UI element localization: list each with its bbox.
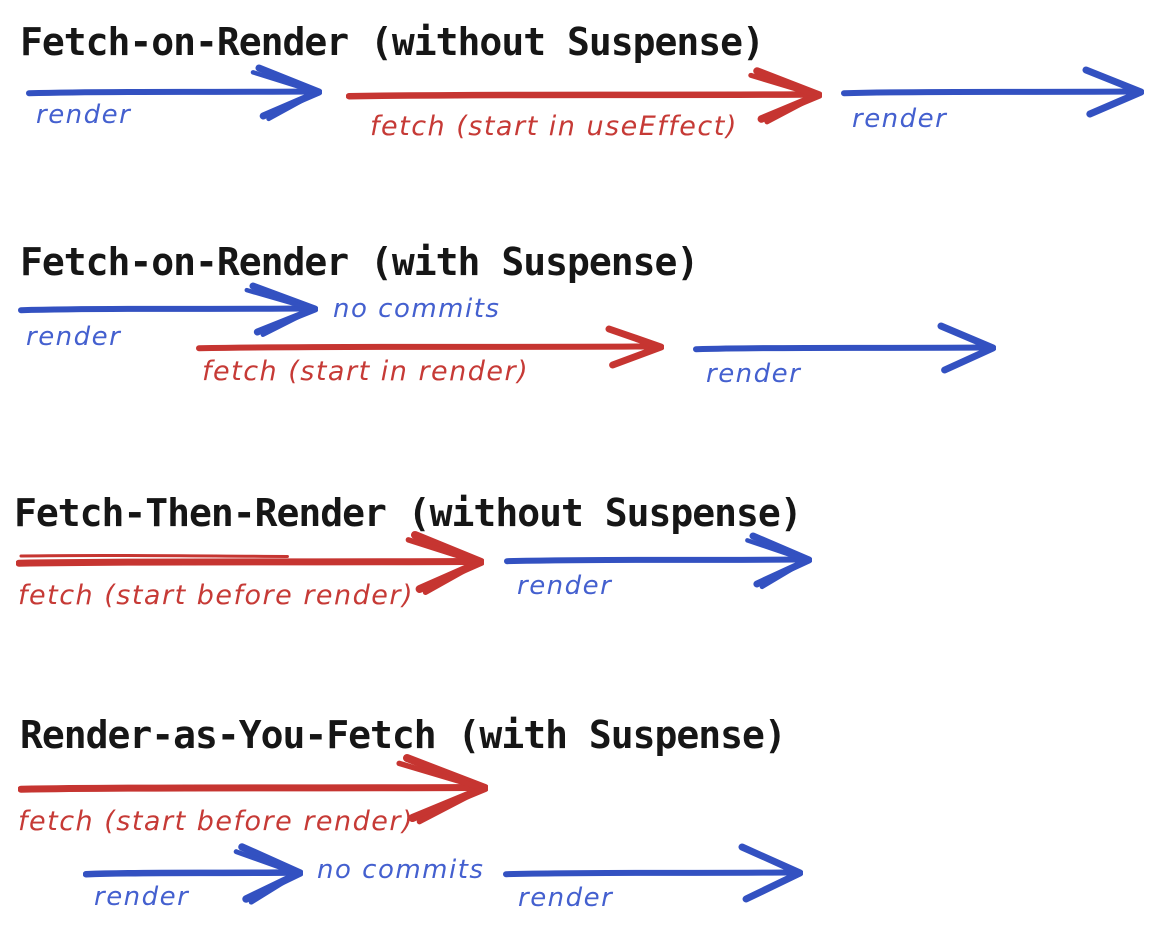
- section-title: Fetch-Then-Render (without Suspense): [14, 491, 803, 535]
- render-arrow: [503, 833, 803, 913]
- render-arrow: [504, 520, 812, 600]
- render-label: render: [518, 883, 614, 913]
- no-commits-label: no commits: [317, 855, 485, 885]
- render-arrow: [841, 52, 1144, 132]
- render-label: render: [94, 882, 190, 912]
- section-title: Fetch-on-Render (without Suspense): [20, 20, 765, 64]
- render-arrow: [18, 269, 318, 349]
- render-arrow: [26, 52, 322, 132]
- fetch-arrow: [346, 55, 822, 135]
- render-label: render: [517, 571, 613, 601]
- no-commits-label: no commits: [333, 294, 501, 324]
- render-arrow: [83, 833, 303, 913]
- render-label: render: [852, 104, 948, 134]
- fetch-arrow: [196, 307, 664, 387]
- fetch-arrow: [16, 522, 484, 602]
- fetch-label: fetch (start before render): [18, 806, 415, 837]
- render-label: render: [36, 100, 132, 130]
- render-label: render: [706, 359, 802, 389]
- fetch-label: fetch (start in useEffect): [370, 111, 738, 142]
- fetch-label: fetch (start in render): [202, 356, 530, 387]
- section-title: Render-as-You-Fetch (with Suspense): [20, 713, 787, 757]
- fetch-arrow: [18, 748, 488, 828]
- section-title: Fetch-on-Render (with Suspense): [20, 240, 699, 284]
- fetch-label: fetch (start before render): [18, 580, 415, 611]
- render-label: render: [26, 322, 122, 352]
- render-arrow: [693, 308, 996, 388]
